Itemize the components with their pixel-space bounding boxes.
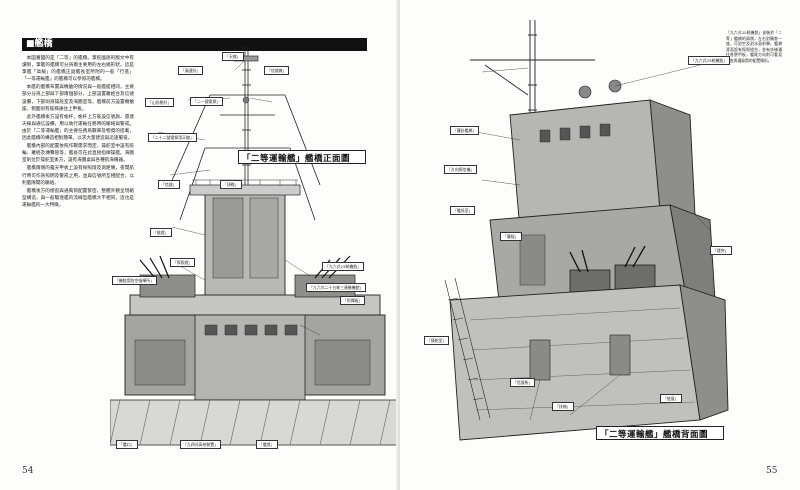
right-page: 「九六式25粍機銃」安裝於「二等」艦橋的兩側，左右對稱各一座，可對空及對水面射擊…	[400, 0, 800, 490]
callout-compass: 「羅經」	[500, 232, 522, 241]
callout-compass-bridge: 「羅針艦橋」	[450, 126, 480, 135]
callout-signal-room: 「信號所」	[510, 378, 536, 387]
callout-searchlight: 「探照燈」	[170, 258, 196, 267]
body-paragraph: 艦橋內部的配置依照作戰需求而定，操舵室中設有舵輪、羅經及傳聲管等，艦長可在此直接…	[22, 144, 134, 164]
callout-sidelight: 「舷燈」	[150, 228, 172, 237]
right-paragraph: 「九六式25粍機銃」安裝於「二等」艦橋的兩側，左右對稱各一座，可對空及對水面射擊…	[726, 30, 782, 63]
callout-direction-finder: 「方向探信儀」	[444, 165, 478, 174]
callout-signal: 「信號」	[158, 180, 180, 189]
front-title-box	[238, 150, 366, 164]
body-paragraph: 此外艦橋後方設有桅杆，桅杆上方裝設信號旗、雷達天線與通信設備，用以執行運輸任務時…	[22, 114, 134, 142]
callout-aa-director: 「機銃用防空指揮所」	[112, 276, 157, 285]
back-drawing-title: 「二等運輸艦」艦橋背面圖	[600, 430, 709, 440]
callout-ladder: 「扶梯」	[552, 402, 574, 411]
callout-type94-director: 「九四式高射裝置」	[180, 440, 222, 449]
callout-armor-plate: 「防彈板」	[340, 296, 366, 305]
callout-type21-radar: 「二一號電探」	[190, 97, 224, 106]
section-heading: ■艦橋	[22, 38, 367, 51]
callout-triple-mount: 「九六式二十五粍三連裝機銃」	[306, 283, 367, 292]
callout-anemometer: 「風速計」	[178, 66, 204, 75]
body-paragraph: 艦橋兩側的露天甲板上設有探照燈及測距儀，夜間航行時可作爲照明及警戒之用，並與信號…	[22, 166, 134, 186]
callout-wheelhouse: 「操舵室」	[424, 336, 450, 345]
body-paragraph: 艦橋後方的煙囪與通風筒配置緊密，整體外觀呈現箱型構造，與一般驅逐艦的流線型艦橋大…	[22, 188, 134, 208]
callout-25mm-gun: 「九六式25粍機銃」	[322, 262, 365, 271]
callout-25mm-gun-back: 「九六式25粍機銃」	[688, 56, 731, 65]
callout-signal-flags: 「信號旗」	[264, 66, 290, 75]
left-page: ■艦橋 本図番図的是「二等」的艦橋。掌舵國語的版文中有讀到，掌艦的艦橋可分爲兩主…	[22, 38, 400, 476]
bridge-back-drawing	[444, 20, 729, 441]
body-paragraph: 本艦的艦橋布置與機艙的情況與一般艦艇相同，主要部分分爲上部與下部兩個部分，上部設…	[22, 85, 134, 112]
callout-hatch: 「艦口」	[116, 440, 138, 449]
body-text: 本図番図的是「二等」的艦橋。掌舵國語的版文中有讀到，掌艦的艦橋可分爲兩主要用的左…	[22, 55, 134, 460]
callout-bow: 「艦首」	[256, 440, 278, 449]
callout-porthole: 「舷窗」	[660, 394, 682, 403]
callout-type22-radar: 「二十二號電探用天線」	[148, 133, 197, 142]
callout-funnel: 「煙突」	[710, 246, 732, 255]
page-number-left: 54	[22, 466, 34, 476]
back-title-box	[596, 426, 724, 440]
bridge-front-drawing	[110, 47, 400, 446]
callout-captain-room: 「艦長室」	[450, 206, 476, 215]
callout-tripod-mast: 「山形桅杆」	[145, 98, 175, 107]
front-drawing-title: 「二等運輸艦」艦橋正面圖	[242, 154, 351, 164]
page-number-right: 55	[766, 466, 778, 476]
body-paragraph: 本図番図的是「二等」的艦橋。掌舵國語的版文中有讀到，掌艦的艦橋可分爲兩主要用的左…	[22, 56, 134, 83]
callout-antenna: 「天線」	[222, 52, 244, 61]
callout-topmast: 「頂桅」	[220, 180, 242, 189]
